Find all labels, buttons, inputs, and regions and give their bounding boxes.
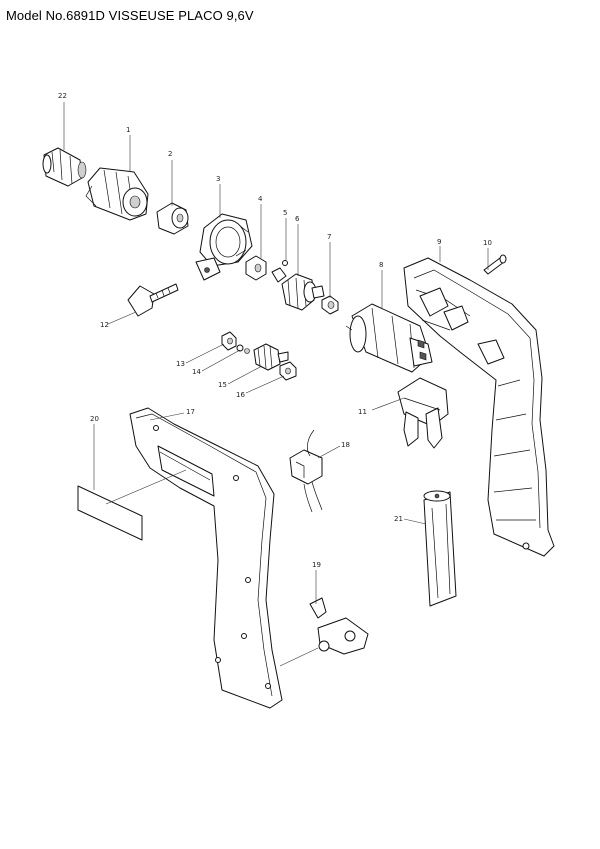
part-7-bearing[interactable] [321, 295, 339, 315]
part-8-motor[interactable] [345, 303, 433, 373]
part-4-nut[interactable] [245, 255, 267, 281]
part-number: 17 [186, 408, 195, 416]
page-title: Model No.6891D VISSEUSE PLACO 9,6V [6, 8, 254, 23]
part-10-screw[interactable] [483, 254, 507, 275]
part-number: 16 [236, 391, 245, 399]
part-number: 8 [379, 261, 383, 269]
part-number: 20 [90, 415, 99, 423]
part-5-washer[interactable] [271, 260, 288, 283]
part-number: 21 [394, 515, 403, 523]
part-9-housing-right[interactable] [403, 257, 555, 557]
part-number: 15 [218, 381, 227, 389]
part-number: 3 [216, 175, 220, 183]
part-11-switch[interactable] [397, 377, 449, 449]
part-18-connector[interactable] [289, 429, 323, 513]
part-12-thumb-screw[interactable] [127, 283, 179, 317]
part-number: 5 [283, 209, 287, 217]
part-6-planet-gear[interactable] [281, 273, 325, 311]
part-2-ring[interactable] [156, 202, 189, 235]
part-13-bushing[interactable] [221, 331, 237, 351]
leader-lines [63, 102, 489, 667]
part-number: 12 [100, 321, 109, 329]
part-19-terminal[interactable] [309, 597, 369, 655]
part-1-sleeve[interactable] [85, 167, 149, 221]
part-number: 22 [58, 92, 67, 100]
part-number: 10 [483, 239, 492, 247]
part-number: 14 [192, 368, 201, 376]
part-number: 7 [327, 233, 331, 241]
part-15-spindle-gear[interactable] [253, 343, 289, 371]
part-number: 4 [258, 195, 263, 203]
part-22-bit-holder[interactable] [42, 147, 87, 187]
part-14-pinion[interactable] [236, 344, 250, 354]
part-number: 1 [126, 126, 130, 134]
part-20-label[interactable] [77, 485, 143, 541]
part-17-housing-left[interactable] [129, 407, 283, 709]
part-number: 13 [176, 360, 185, 368]
part-number: 6 [295, 215, 300, 223]
part-number: 2 [168, 150, 172, 158]
part-number: 18 [341, 441, 350, 449]
part-number: 19 [312, 561, 321, 569]
part-21-battery[interactable] [423, 490, 457, 607]
part-number: 9 [437, 238, 441, 246]
part-3-gear-housing[interactable] [195, 213, 253, 281]
part-16-washer[interactable] [279, 361, 297, 381]
part-number-labels: 22 1 2 3 4 5 6 7 8 9 10 11 12 13 14 15 1… [58, 92, 492, 569]
part-number: 11 [358, 408, 367, 416]
